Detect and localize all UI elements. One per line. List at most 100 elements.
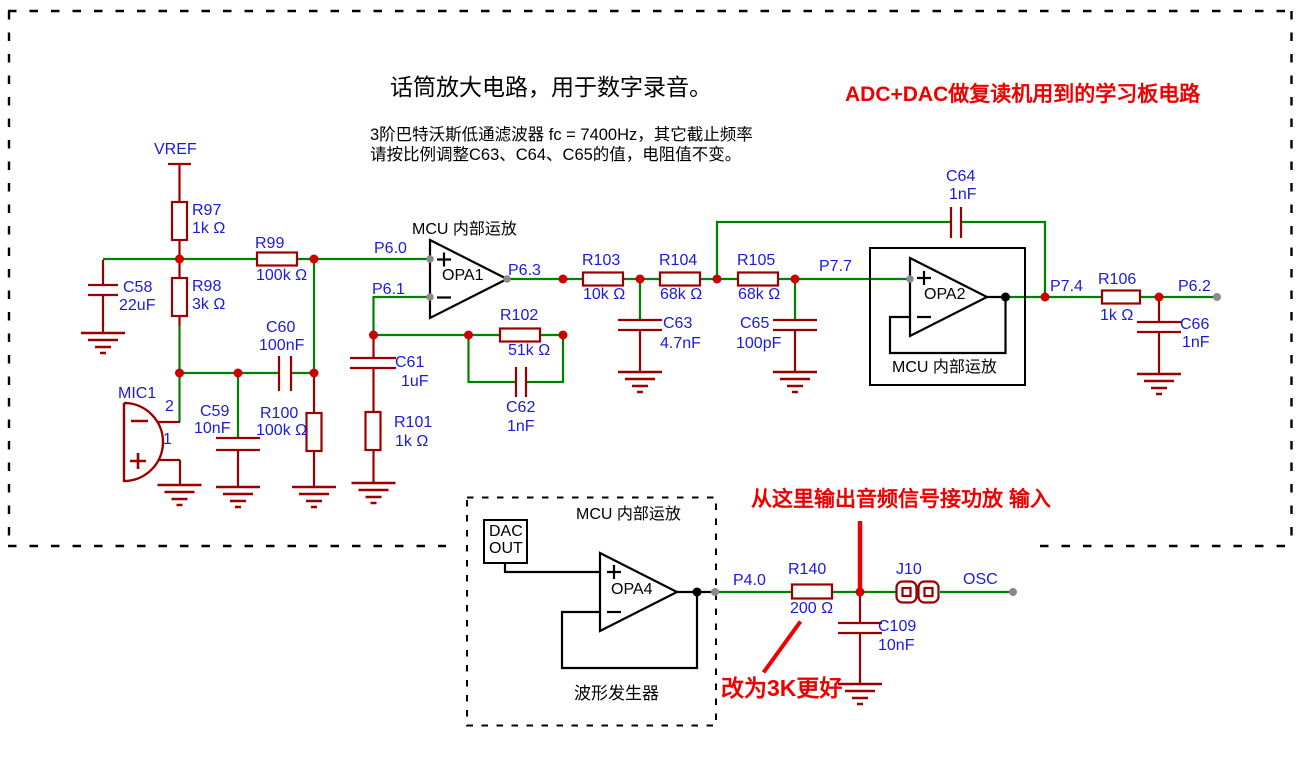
ref-C109: C109	[878, 618, 917, 635]
mic-symbol	[122, 401, 165, 483]
opa2-plus-input	[917, 271, 931, 285]
mic-pin-2: 2	[165, 398, 174, 415]
annotation-pointer-lines	[761, 521, 863, 674]
net-label-p7-7: P7.7	[819, 258, 852, 275]
val-C66: 1nF	[1182, 334, 1210, 351]
resistor-R106	[1100, 289, 1142, 305]
net-label-p6-2: P6.2	[1178, 278, 1211, 295]
net-label-osc: OSC	[963, 571, 998, 588]
waveform-generator-label: 波形发生器	[574, 684, 659, 703]
ref-C58: C58	[123, 279, 153, 296]
val-R99: 100k Ω	[256, 267, 308, 284]
ref-C60: C60	[266, 319, 296, 336]
val-C63: 4.7nF	[660, 335, 701, 352]
opa2-feedback-wire	[888, 297, 1007, 355]
val-R102: 51k Ω	[508, 342, 551, 359]
opa1-block-title: MCU 内部运放	[412, 221, 517, 238]
net-label-p6-3: P6.3	[508, 262, 541, 279]
opa1-plus-input	[437, 252, 451, 267]
page-title: 话筒放大电路，用于数字录音。	[390, 74, 712, 100]
resistor-R104	[658, 271, 702, 287]
output-node-dots	[692, 292, 1010, 597]
ref-R100: R100	[260, 405, 299, 422]
val-C60: 100nF	[259, 337, 305, 354]
val-R103: 10k Ω	[583, 286, 626, 303]
dac-out-box	[483, 519, 528, 564]
ref-C61: C61	[395, 354, 425, 371]
ref-R101: R101	[394, 414, 433, 431]
resistors	[170, 200, 1142, 600]
ref-R103: R103	[582, 252, 621, 269]
opa2-block-title: MCU 内部运放	[892, 359, 997, 376]
val-R104: 68k Ω	[660, 286, 703, 303]
val-C64: 1nF	[949, 186, 977, 203]
ref-C62: C62	[506, 399, 536, 416]
val-R106: 1k Ω	[1100, 307, 1134, 324]
val-C109: 10nF	[878, 637, 915, 654]
opa4-input-wire	[503, 563, 600, 574]
ref-R98: R98	[192, 278, 222, 295]
capacitor-C64	[949, 207, 963, 238]
net-label-p7-4: P7.4	[1050, 278, 1083, 295]
val-R101: 1k Ω	[395, 433, 429, 450]
opa1-name: OPA1	[442, 267, 484, 284]
ref-R99: R99	[255, 235, 285, 252]
net-label-vref: VREF	[154, 141, 197, 158]
subtitle-line1: 3阶巴特沃斯低通滤波器 fc = 7400Hz，其它截止频率	[370, 126, 753, 144]
ref-R140: R140	[788, 561, 827, 578]
net-label-p6-1: P6.1	[372, 281, 405, 298]
val-C61: 1uF	[401, 373, 429, 390]
opa4-block-title: MCU 内部运放	[576, 506, 681, 523]
main-dashed-border	[7, 9, 1293, 548]
resistor-R100	[305, 411, 323, 453]
capacitor-C66	[1137, 297, 1181, 374]
ref-R97: R97	[192, 202, 222, 219]
waveform-dashed-border	[466, 496, 717, 727]
ref-C65: C65	[740, 315, 770, 332]
capacitor-C63	[618, 318, 662, 372]
opa4-name: OPA4	[611, 581, 653, 598]
ref-C59: C59	[200, 403, 230, 420]
val-R100: 100k Ω	[256, 422, 308, 439]
ref-R106: R106	[1098, 271, 1137, 288]
ref-C64: C64	[946, 168, 976, 185]
vref-power-symbol	[168, 162, 191, 202]
dac-out-label-line1: DAC	[489, 523, 523, 540]
dac-out-label-line2: OUT	[489, 540, 523, 557]
val-C65: 100pF	[736, 335, 782, 352]
val-R105: 68k Ω	[738, 286, 781, 303]
note-change-to-3k: 改为3K更好	[721, 675, 843, 701]
ref-C66: C66	[1180, 316, 1210, 333]
pin-end-dots	[426, 255, 1221, 596]
resistor-R101	[364, 410, 382, 452]
mic-pin-1: 1	[163, 431, 172, 448]
jumper-J10	[895, 580, 940, 604]
val-C62: 1nF	[507, 418, 535, 435]
capacitor-C109	[838, 592, 882, 684]
opa4-plus-input	[607, 565, 621, 579]
net-label-p6-0: P6.0	[374, 240, 407, 257]
capacitor-C58	[88, 283, 118, 297]
ref-J10: J10	[896, 561, 922, 578]
val-R98: 3k Ω	[192, 296, 226, 313]
val-C58: 22uF	[119, 297, 156, 314]
resistor-R97	[170, 200, 189, 242]
ref-R104: R104	[659, 252, 698, 269]
note-audio-output: 从这里输出音频信号接功放 输入	[751, 488, 1051, 511]
val-C59: 10nF	[194, 420, 231, 437]
opa2-name: OPA2	[924, 286, 966, 303]
val-R97: 1k Ω	[192, 220, 226, 237]
ref-R102: R102	[500, 307, 539, 324]
capacitor-C65	[773, 318, 817, 372]
resistor-R102	[498, 327, 542, 343]
ref-MIC1: MIC1	[118, 385, 157, 402]
note-learning-board: ADC+DAC做复读机用到的学习板电路	[845, 83, 1201, 106]
opamps	[428, 238, 1026, 670]
mic-plus-sign	[130, 453, 146, 469]
capacitor-C60	[277, 356, 293, 391]
subtitle-line2: 请按比例调整C63、C64、C65的值，电阻值不变。	[370, 146, 742, 164]
resistor-R98	[170, 276, 189, 318]
val-R140: 200 Ω	[790, 600, 834, 617]
